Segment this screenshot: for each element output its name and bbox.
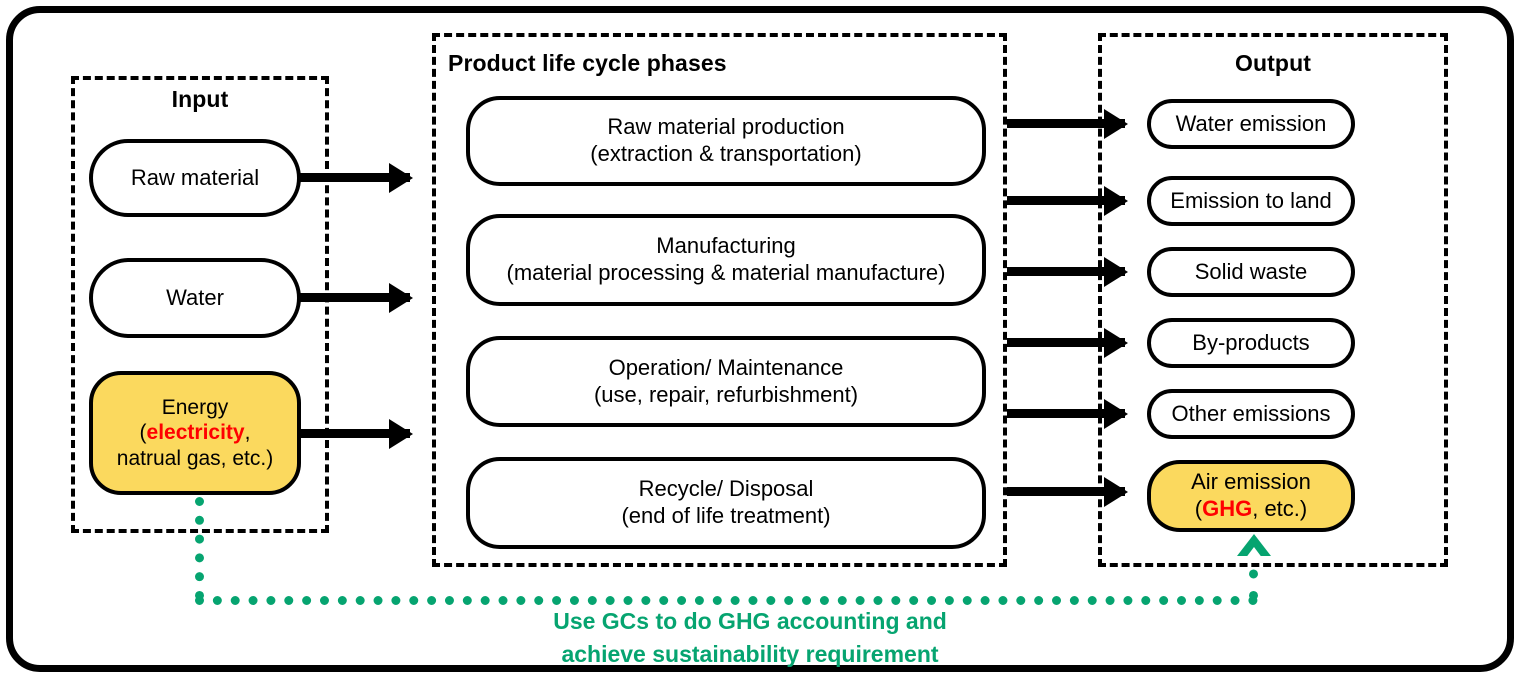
node-water-emission[interactable]: Water emission (1147, 99, 1355, 149)
arrow-phases-to-air-emission (1007, 487, 1125, 496)
node-solid-waste[interactable]: Solid waste (1147, 247, 1355, 297)
node-other-emissions[interactable]: Other emissions (1147, 389, 1355, 439)
arrow-phases-to-water-emission (1007, 119, 1125, 128)
green-caption-line-2: achieve sustainability requirement (561, 640, 939, 667)
node-water-emission-label: Water emission (1175, 110, 1327, 136)
green-dotted-line-across (195, 596, 1258, 605)
node-energy-electricity-highlight: electricity (146, 421, 245, 445)
outer-frame (6, 6, 1514, 672)
node-air-emission-etc: , etc.) (1252, 496, 1308, 521)
arrow-energy-to-phases (300, 429, 410, 438)
node-by-products-label: By-products (1192, 329, 1310, 355)
panel-product-life-cycle-phases (432, 33, 1007, 567)
node-emission-to-land[interactable]: Emission to land (1147, 176, 1355, 226)
node-air-emission[interactable]: Air emission (GHG, etc.) (1147, 460, 1355, 532)
node-energy-paren-open: ( (139, 421, 147, 445)
node-raw-material-production-label: Raw material production (607, 114, 845, 140)
node-raw-material-label: Raw material (130, 164, 260, 190)
panel-output (1098, 33, 1448, 567)
node-other-emissions-label: Other emissions (1171, 400, 1331, 426)
node-energy-sublabel-1: (electricity, (140, 420, 251, 446)
green-arrowhead-notch (1245, 547, 1263, 559)
green-caption-line-1: Use GCs to do GHG accounting and (553, 608, 947, 634)
node-manufacturing[interactable]: Manufacturing (material processing & mat… (466, 214, 986, 306)
node-energy[interactable]: Energy (electricity, natrual gas, etc.) (89, 371, 301, 495)
node-recycle-disposal-label: Recycle/ Disposal (638, 476, 814, 502)
node-solid-waste-label: Solid waste (1194, 258, 1308, 284)
arrow-raw-material-to-phases (300, 173, 410, 182)
arrow-phases-to-other-emissions (1007, 409, 1125, 418)
arrow-phases-to-solid-waste (1007, 267, 1125, 276)
green-dotted-line-down (195, 497, 204, 600)
node-operation-maintenance-sublabel: (use, repair, refurbishment) (593, 381, 859, 407)
node-air-emission-ghg-highlight: GHG (1202, 496, 1253, 521)
node-energy-sublabel-2: natrual gas, etc.) (116, 446, 274, 470)
arrow-phases-to-by-products (1007, 338, 1125, 347)
node-operation-maintenance-label: Operation/ Maintenance (608, 354, 844, 380)
node-raw-material-production-sublabel: (extraction & transportation) (590, 141, 862, 166)
panel-phases-title: Product life cycle phases (448, 50, 727, 76)
node-air-emission-sublabel: (GHG, etc.) (1195, 496, 1307, 523)
panel-input-title: Input (171, 86, 229, 112)
panel-output-title: Output (1235, 50, 1311, 76)
arrow-water-to-phases (300, 293, 410, 302)
green-dotted-line-up (1249, 548, 1258, 600)
node-recycle-disposal-sublabel: (end of life treatment) (621, 503, 831, 528)
node-manufacturing-label: Manufacturing (656, 233, 796, 259)
node-emission-to-land-label: Emission to land (1170, 187, 1332, 213)
node-raw-material-production[interactable]: Raw material production (extraction & tr… (466, 96, 986, 186)
node-energy-label: Energy (161, 395, 229, 419)
node-operation-maintenance[interactable]: Operation/ Maintenance (use, repair, ref… (466, 336, 986, 427)
node-raw-material[interactable]: Raw material (89, 139, 301, 217)
node-water[interactable]: Water (89, 258, 301, 338)
node-air-emission-paren-open: ( (1194, 496, 1203, 521)
node-energy-comma: , (244, 421, 251, 445)
node-manufacturing-sublabel: (material processing & material manufact… (506, 260, 946, 285)
node-by-products[interactable]: By-products (1147, 318, 1355, 368)
node-recycle-disposal[interactable]: Recycle/ Disposal (end of life treatment… (466, 457, 986, 549)
node-air-emission-label: Air emission (1191, 469, 1311, 495)
arrow-phases-to-emission-to-land (1007, 196, 1125, 205)
node-water-label: Water (166, 284, 224, 310)
green-caption: Use GCs to do GHG accounting and achieve… (300, 605, 1200, 670)
